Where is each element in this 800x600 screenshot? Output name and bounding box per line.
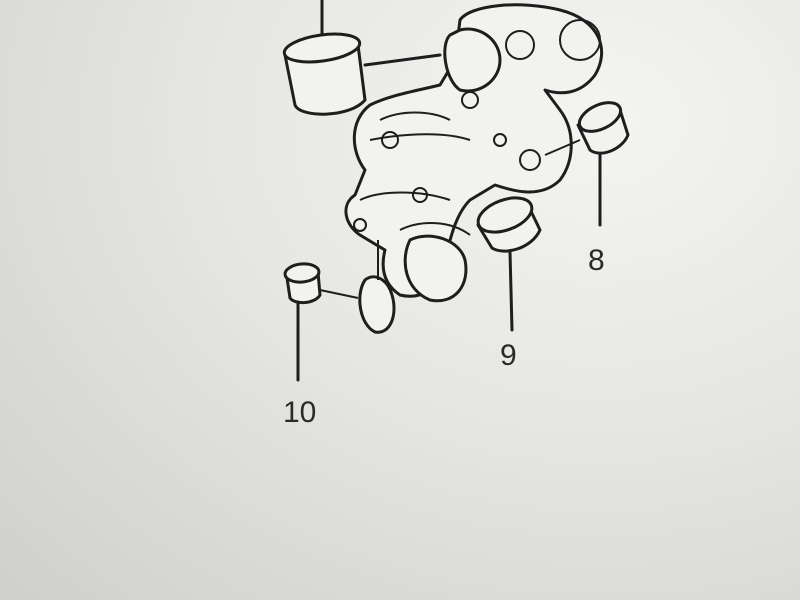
bushing-10: [283, 262, 359, 382]
callout-8: 8: [588, 244, 605, 277]
bushing-9: [476, 196, 542, 332]
callout-10: 10: [283, 396, 316, 429]
rocker-arm-assembly: [344, 3, 604, 334]
bushing-8: [544, 101, 630, 227]
callout-9: 9: [500, 339, 517, 372]
sleeve-top-left: [282, 0, 442, 116]
